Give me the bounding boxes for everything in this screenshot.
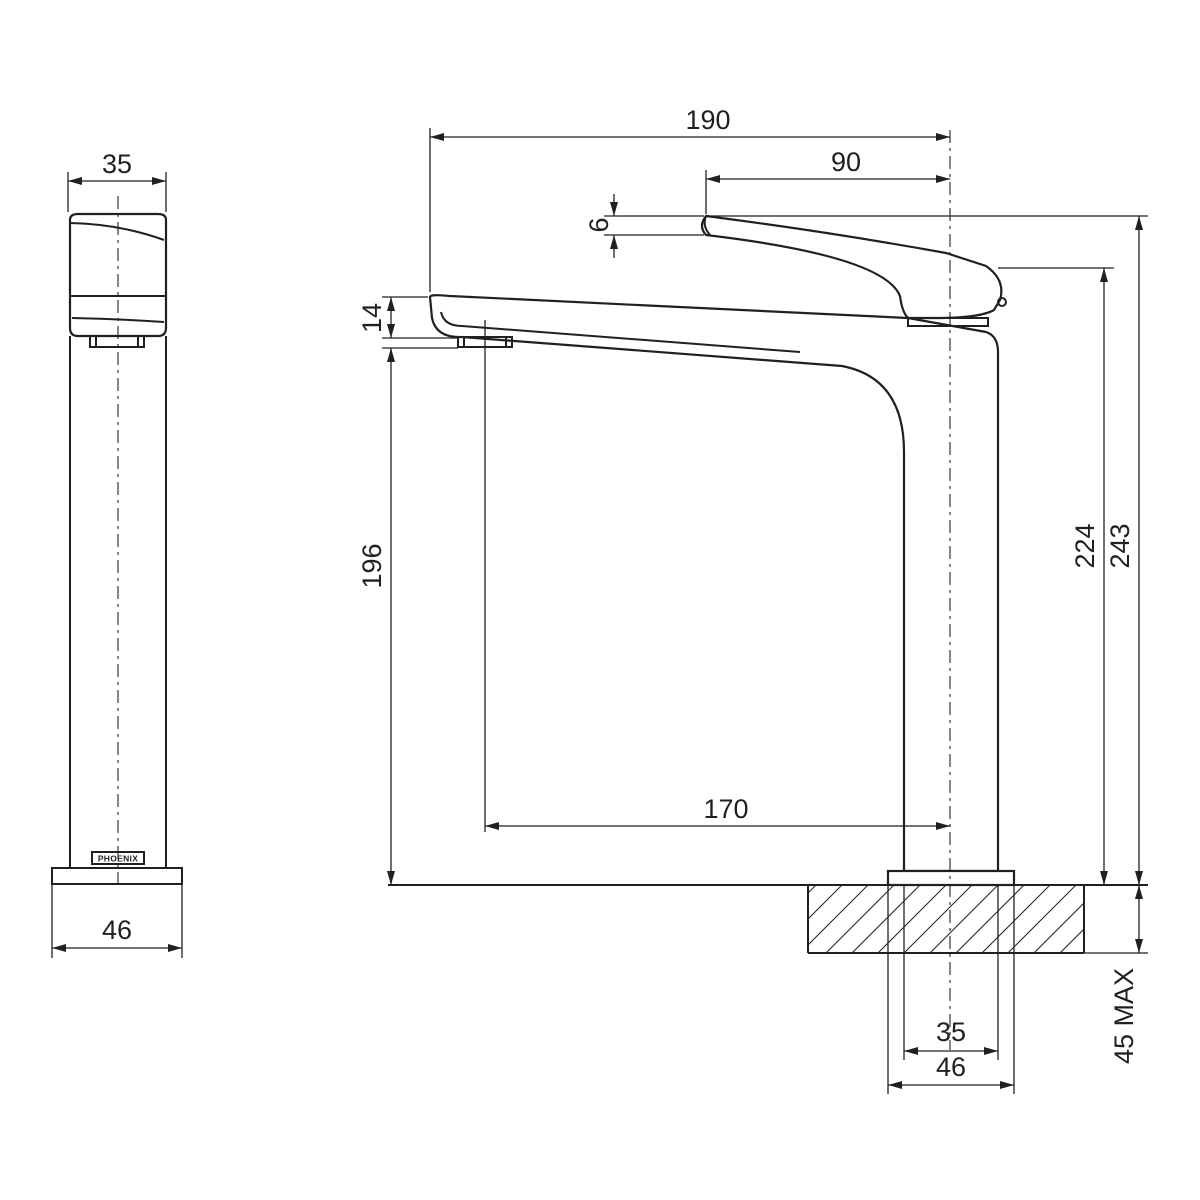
overall-length-dimension: 190 <box>430 105 950 141</box>
side-body: PHOENIX <box>51 336 183 885</box>
side-view: 35 PHOENIX 46 <box>51 149 183 958</box>
handle-lip-label: 6 <box>584 217 614 232</box>
spout-thickness-label: 14 <box>357 303 387 333</box>
base-width-dimension: 46 <box>888 1052 1014 1089</box>
handle-lip-dimension: 6 <box>584 194 618 258</box>
body-width-label: 35 <box>936 1017 966 1047</box>
handle-offset-dimension: 90 <box>706 147 950 183</box>
side-base-width-label: 46 <box>102 915 132 945</box>
side-top-width-label: 35 <box>102 149 132 179</box>
front-view: 190 90 6 14 <box>357 105 1148 1094</box>
spout-reach-label: 170 <box>703 794 748 824</box>
bench-section <box>807 885 1085 954</box>
bench-thickness-dimension: 45 MAX <box>1109 885 1143 1064</box>
height-to-handle-label: 224 <box>1070 523 1100 568</box>
overall-height-dimension: 243 <box>1105 216 1143 885</box>
height-to-handle-dimension: 224 <box>1070 268 1108 885</box>
spout-clearance-dimension: 196 <box>357 348 395 885</box>
spout-clearance-label: 196 <box>357 543 387 588</box>
spout-thickness-dimension: 14 <box>357 297 395 338</box>
side-top-width-dimension: 35 <box>68 149 166 185</box>
overall-height-label: 243 <box>1105 523 1135 568</box>
base-width-label: 46 <box>936 1052 966 1082</box>
tap-body <box>428 294 1016 887</box>
side-base-width-dimension: 46 <box>52 915 182 952</box>
bench-thickness-label: 45 MAX <box>1109 968 1139 1064</box>
body-width-dimension: 35 <box>904 1017 998 1055</box>
handle-offset-label: 90 <box>831 147 861 177</box>
overall-length-label: 190 <box>685 105 730 135</box>
spout-reach-dimension: 170 <box>485 794 950 830</box>
tap-handle <box>700 214 1007 327</box>
